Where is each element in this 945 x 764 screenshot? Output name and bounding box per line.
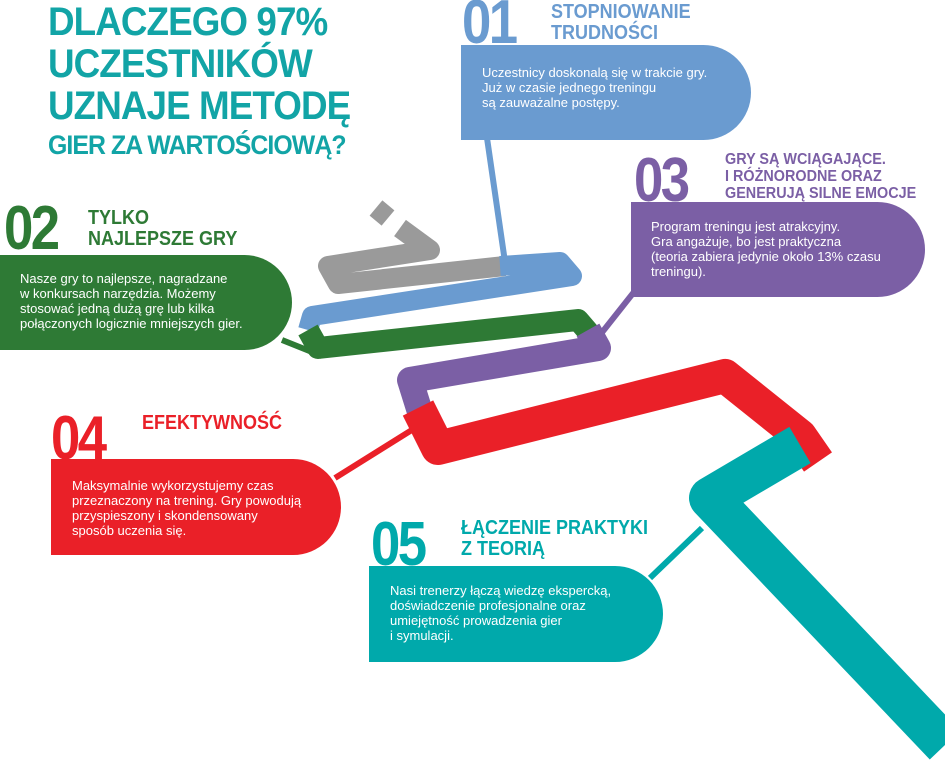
card-text-line: są zauważalne postępy. <box>482 95 620 110</box>
heading-line: TRUDNOŚCI <box>551 22 659 44</box>
card-text-line: sposób uczenia się. <box>72 523 187 538</box>
card-text-line: Gra angażuje, bo jest praktyczna <box>651 234 842 249</box>
step-05-card: Nasi trenerzy łączą wiedzę ekspercką, do… <box>369 566 663 662</box>
card-text-line: i symulacji. <box>390 628 454 643</box>
step-02-card: Nasze gry to najlepsze, nagradzane w kon… <box>0 255 292 350</box>
heading-line: NAJLEPSZE GRY <box>88 228 238 250</box>
heading-line: GRY SĄ WCIĄGAJĄCE. <box>725 151 886 168</box>
heading-line: ŁĄCZENIE PRAKTYKI <box>461 517 649 539</box>
card-text-line: doświadczenie profesjonalne oraz <box>390 598 586 613</box>
connector-01 <box>484 137 508 263</box>
step-03-card: Program treningu jest atrakcyjny. Gra an… <box>631 202 925 297</box>
card-text-line: Uczestnicy doskonalą się w trakcie gry. <box>482 65 708 80</box>
step-03-number: 03 <box>634 146 690 215</box>
card-text-line: połączonych logicznie mniejszych gier. <box>20 316 243 331</box>
heading-line: STOPNIOWANIE <box>551 1 691 23</box>
connector-05 <box>647 525 705 581</box>
step-05-heading: ŁĄCZENIE PRAKTYKI Z TEORIĄ <box>461 518 648 560</box>
card-text-line: umiejętność prowadzenia gier <box>390 613 562 628</box>
step-01-number: 01 <box>462 0 518 57</box>
heading-line: TYLKO <box>88 207 150 229</box>
road-segment-gray <box>369 200 395 226</box>
road-segment-purple <box>397 323 611 416</box>
card-text-line: przyspieszony i skondensowany <box>72 508 258 523</box>
heading-line: EFEKTYWNOŚĆ <box>142 412 283 434</box>
step-03-heading: GRY SĄ WCIĄGAJĄCE. I RÓŻNORODNE ORAZ GEN… <box>725 151 917 202</box>
title-line-3: UZNAJE METODĘ <box>48 84 351 128</box>
road-segment-green <box>298 309 599 359</box>
step-05-number: 05 <box>371 510 427 579</box>
step-04-heading: EFEKTYWNOŚĆ <box>142 413 282 434</box>
road-segment-teal <box>689 426 945 760</box>
title-line-4: GIER ZA WARTOŚCIOWĄ? <box>48 130 347 160</box>
card-text-line: treningu). <box>651 264 706 279</box>
card-text-line: Już w czasie jednego treningu <box>482 80 657 95</box>
heading-line: GENERUJĄ SILNE EMOCJE <box>725 184 917 202</box>
connector-04 <box>333 425 417 481</box>
card-text-line: przeznaczony na trening. Gry powodują <box>72 493 302 508</box>
card-text-line: stosować jedną dużą grę lub kilka <box>20 301 215 316</box>
card-text-line: w konkursach narzędzia. Możemy <box>20 286 216 301</box>
page-title: DLACZEGO 97% UCZESTNIKÓW UZNAJE METODĘ G… <box>48 2 377 159</box>
card-text-line: (teoria zabiera jedynie około 13% czasu <box>651 249 881 264</box>
step-02-heading: TYLKO NAJLEPSZE GRY <box>88 208 237 250</box>
step-01-card: Uczestnicy doskonalą się w trakcie gry. … <box>461 45 751 140</box>
heading-line: Z TEORIĄ <box>461 538 546 560</box>
title-line-2: UCZESTNIKÓW <box>48 42 313 86</box>
card-text-line: Nasze gry to najlepsze, nagradzane <box>20 271 228 286</box>
title-line-1: DLACZEGO 97% <box>48 0 328 44</box>
step-01-heading: STOPNIOWANIE TRUDNOŚCI <box>551 2 691 44</box>
step-02-number: 02 <box>4 194 60 263</box>
card-text-line: Maksymalnie wykorzystujemy czas <box>72 478 274 493</box>
heading-line: I RÓŻNORODNE ORAZ <box>725 167 882 185</box>
step-04-card: Maksymalnie wykorzystujemy czas przeznac… <box>51 459 341 555</box>
card-text-line: Program treningu jest atrakcyjny. <box>651 219 841 234</box>
road-segment-gray-main <box>318 219 507 294</box>
card-text-line: Nasi trenerzy łączą wiedzę ekspercką, <box>390 583 612 598</box>
road-segment-red <box>402 359 832 472</box>
road-segment-blue <box>298 252 582 333</box>
